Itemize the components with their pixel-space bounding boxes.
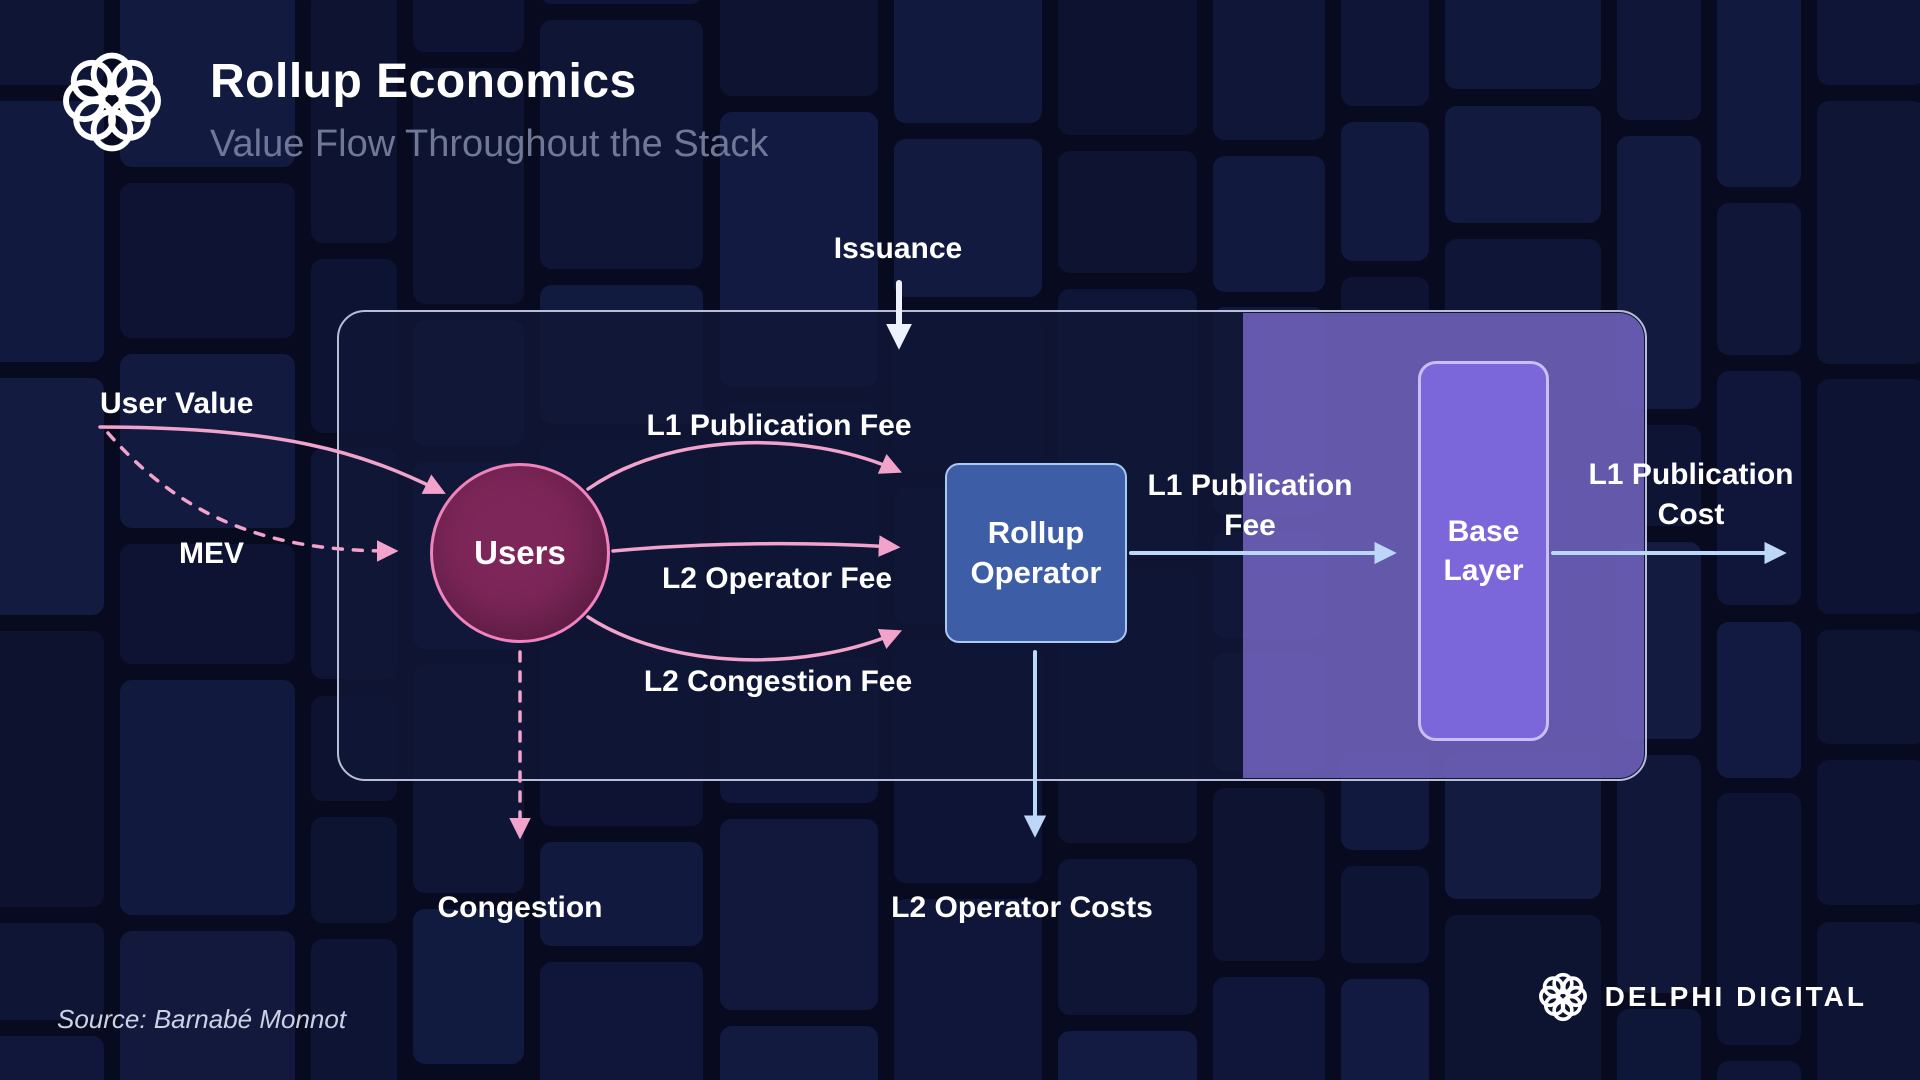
bg-tile <box>1058 1031 1197 1080</box>
bg-tile <box>894 0 1042 123</box>
bg-tile <box>1341 0 1429 106</box>
source-note: Source: Barnabé Monnot <box>57 1004 347 1034</box>
bg-tile <box>1717 793 1801 1045</box>
page-subtitle: Value Flow Throughout the Stack <box>210 123 769 165</box>
page-title: Rollup Economics <box>210 55 637 108</box>
rollup-operator-label: Rollup Operator <box>970 514 1102 590</box>
bg-tile <box>1058 151 1197 273</box>
base-layer-node: Base Layer <box>1418 361 1549 741</box>
l2-operator-costs-label: L2 Operator Costs <box>891 891 1153 924</box>
bg-tile <box>120 680 295 915</box>
bg-tile <box>1341 866 1429 963</box>
bg-tile <box>1717 1061 1801 1080</box>
bg-tile <box>1617 755 1701 993</box>
bg-tile <box>0 0 104 85</box>
bg-tile <box>1058 0 1197 135</box>
mev-label: MEV <box>179 537 245 570</box>
bg-tile <box>1817 0 1920 85</box>
bg-tile <box>120 354 295 528</box>
l1-publication-fee-label: L1 Publication Fee <box>646 409 912 442</box>
bg-tile <box>540 20 703 269</box>
bg-tile <box>540 0 703 4</box>
bg-tile <box>894 899 1042 1080</box>
title-block: Rollup Economics Value Flow Throughout t… <box>210 48 768 166</box>
bg-tile <box>311 0 397 243</box>
bg-tile <box>1617 1009 1701 1080</box>
bg-tile <box>120 544 295 664</box>
bg-tile <box>894 139 1042 297</box>
delphi-footer-logo-icon <box>1538 972 1587 1022</box>
bg-tile <box>720 1026 878 1080</box>
bg-tile <box>1817 630 1920 744</box>
users-label: Users <box>474 533 566 571</box>
bg-tile <box>1717 622 1801 778</box>
bg-tile <box>540 962 703 1080</box>
l1-publication-cost-label: L1 Publication Cost <box>1588 458 1794 531</box>
bg-tile <box>0 101 104 362</box>
bg-tile <box>720 819 878 1010</box>
bg-tile <box>0 1036 104 1080</box>
bg-tile <box>1341 979 1429 1080</box>
l1-publication-fee-arrow <box>586 441 902 491</box>
bg-tile <box>1717 371 1801 605</box>
bg-tile <box>540 842 703 946</box>
brand-lockup: DELPHI DIGITAL <box>1537 971 1867 1023</box>
bg-tile <box>311 817 397 923</box>
l2-congestion-fee-arrow <box>586 615 902 662</box>
delphi-wordmark: DELPHI DIGITAL <box>1604 981 1867 1012</box>
bg-tile <box>1213 156 1325 292</box>
bg-tile <box>1445 0 1601 89</box>
base-layer-label: Base Layer <box>1443 515 1524 587</box>
bg-tile <box>1058 859 1197 1015</box>
bg-tile <box>120 183 295 338</box>
bg-tile <box>0 923 104 1020</box>
bg-tile <box>120 931 295 1080</box>
bg-tile <box>1617 0 1701 120</box>
bg-tile <box>1341 122 1429 261</box>
bg-tile <box>720 0 878 96</box>
rollup-operator-node: Rollup Operator <box>945 463 1127 643</box>
bg-tile <box>413 0 524 52</box>
bg-tile <box>1445 106 1601 223</box>
l2-operator-fee-label: L2 Operator Fee <box>661 562 893 595</box>
bg-tile <box>1213 0 1325 140</box>
bg-tile <box>1717 203 1801 355</box>
congestion-label: Congestion <box>437 891 603 924</box>
user-value-arrow <box>98 425 446 494</box>
header: Rollup Economics Value Flow Throughout t… <box>58 48 768 166</box>
bg-tile <box>413 909 524 1064</box>
bg-tile <box>1817 922 1920 1080</box>
l2-congestion-fee-label: L2 Congestion Fee <box>643 665 913 698</box>
bg-tile <box>413 68 524 304</box>
bg-tile <box>0 378 104 615</box>
bg-tile <box>0 631 104 907</box>
bg-tile <box>1817 760 1920 905</box>
bg-tile <box>1717 0 1801 187</box>
issuance-label: Issuance <box>833 232 963 265</box>
l2-operator-fee-arrow <box>611 535 901 557</box>
bg-tile <box>1817 379 1920 614</box>
user-value-label: User Value <box>100 387 254 420</box>
users-node: Users <box>430 463 610 643</box>
bg-tile <box>311 939 397 1080</box>
l1-publication-fee-mid-label: L1 Publication Fee <box>1147 469 1353 542</box>
delphi-logo-icon <box>63 52 161 152</box>
bg-tile <box>1213 977 1325 1080</box>
mev-arrow <box>106 431 399 562</box>
bg-tile <box>1817 101 1920 364</box>
bg-tile <box>1213 788 1325 961</box>
